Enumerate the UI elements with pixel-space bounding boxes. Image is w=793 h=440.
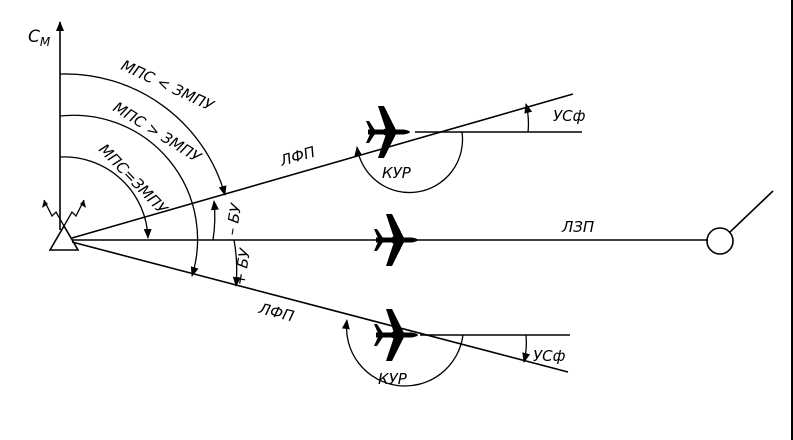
label-bu-plus: + БУ xyxy=(230,247,254,287)
label-bu-minus: – БУ xyxy=(222,202,245,237)
lfp-lower-line xyxy=(71,241,569,373)
label-us-upper: УСф xyxy=(553,107,586,125)
lfp-upper-line xyxy=(71,93,574,239)
label-lfp-upper: ЛФП xyxy=(277,143,317,170)
airplane-lower-icon xyxy=(374,309,418,361)
label-mps-eq: МПС=ЗМПУ xyxy=(95,140,171,218)
arc-mps-gt xyxy=(59,114,199,277)
arc-us-lower xyxy=(522,334,531,363)
station-triangle xyxy=(48,224,80,251)
airplane-upper-icon xyxy=(366,106,410,158)
antenna-waves-icon xyxy=(43,199,65,227)
airplane-middle-icon xyxy=(374,214,418,266)
label-kur-lower: КУР xyxy=(378,370,408,388)
arc-bu-minus xyxy=(210,200,219,241)
label-kur-upper: КУР xyxy=(382,164,412,182)
arc-bu-plus xyxy=(232,239,241,287)
label-lfp-lower: ЛФП xyxy=(256,299,296,325)
north-axis-label: CМ xyxy=(28,27,51,49)
arc-kur-upper xyxy=(354,131,464,194)
label-lzp: ЛЗП xyxy=(561,218,594,236)
destination-circle xyxy=(706,227,734,255)
arc-mps-eq xyxy=(59,156,152,239)
arc-mps-lt xyxy=(59,73,227,196)
destination-pointer xyxy=(729,190,774,233)
arc-kur-lower xyxy=(341,319,464,387)
frame-right-border xyxy=(791,0,793,440)
arc-us-upper xyxy=(524,103,533,133)
label-us-lower: УСф xyxy=(533,347,566,365)
